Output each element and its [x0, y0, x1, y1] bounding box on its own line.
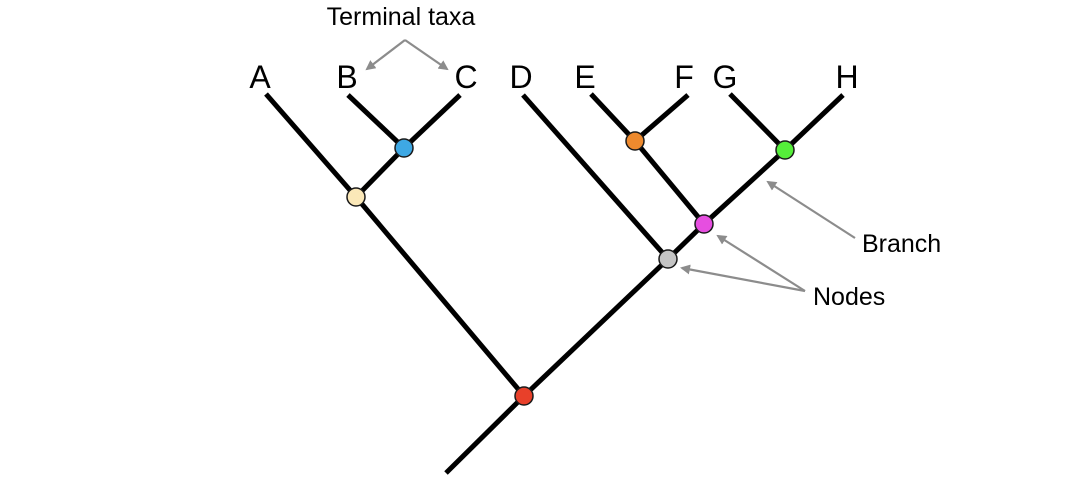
taxon-label-f: F [674, 59, 694, 95]
branch-bc-to-b [346, 93, 406, 150]
node-bc [394, 138, 414, 158]
branch-ef-gh-to-gh [702, 148, 787, 226]
nodes-pointer-lower [680, 264, 806, 293]
taxon-label-a: A [249, 59, 271, 95]
branch-root-to-a-bc [354, 195, 526, 398]
node-gh [775, 140, 795, 160]
taxon-labels: A B C D E F G H [249, 59, 858, 95]
branches [264, 92, 845, 475]
node-d-efgh [658, 249, 678, 269]
branch-a-bc-to-bc [354, 146, 406, 199]
branch-bc-to-c [402, 93, 462, 150]
branch-pointer [766, 180, 856, 239]
terminal-taxa-pointer-c [404, 39, 449, 71]
branch-ef-gh-to-ef [633, 139, 706, 226]
terminal-taxa-pointer-b [365, 39, 406, 71]
node-ef-gh [694, 214, 714, 234]
branch-ef-to-e [589, 92, 637, 143]
branch-d-efgh-to-d [521, 93, 670, 261]
branch-gh-to-g [728, 92, 787, 152]
taxon-label-b: B [336, 59, 357, 95]
branch-root-stem [444, 394, 526, 475]
taxon-label-e: E [574, 59, 595, 95]
nodes [346, 131, 795, 406]
taxon-label-d: D [509, 59, 532, 95]
taxon-label-g: G [713, 59, 738, 95]
node-root [514, 386, 534, 406]
branch-label: Branch [862, 230, 941, 258]
branch-gh-to-h [783, 93, 845, 152]
branch-ef-to-f [633, 93, 690, 143]
taxon-label-c: C [454, 59, 477, 95]
node-ef [625, 131, 645, 151]
node-a-bc [346, 187, 366, 207]
nodes-pointer-upper [716, 234, 806, 292]
branch-root-to-d-efgh [522, 257, 670, 398]
callouts: Terminal taxa Branch Nodes [327, 3, 942, 311]
branch-a-bc-to-a [264, 92, 358, 199]
taxon-label-h: H [835, 59, 858, 95]
nodes-label: Nodes [813, 283, 885, 311]
terminal-taxa-label: Terminal taxa [327, 3, 476, 31]
